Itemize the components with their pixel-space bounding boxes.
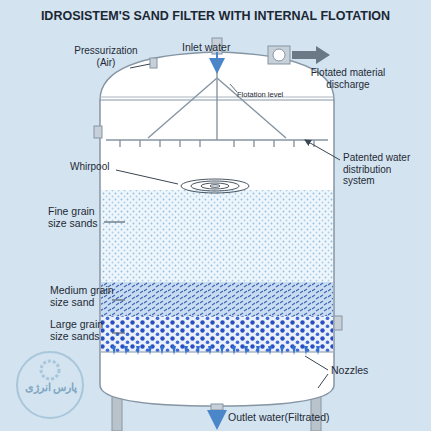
part-label: Nozzles (331, 364, 368, 376)
layer-label: Large grain size sands (50, 318, 120, 342)
side-port (94, 126, 102, 138)
fine-sand-layer (100, 190, 335, 282)
watermark-gear (41, 361, 59, 379)
part-label: Inlet water (182, 41, 230, 53)
level-label: Flotation level (237, 91, 283, 100)
large-sand-layer (100, 316, 335, 352)
tank-shell (100, 52, 334, 406)
discharge-pipe (268, 46, 290, 64)
nozzle-row (112, 346, 320, 355)
inlet-arrow (216, 52, 218, 66)
air-port (150, 58, 157, 68)
leader-lines (104, 140, 340, 388)
part-label: Whirpool (70, 161, 109, 173)
discharge-arrow (292, 46, 330, 64)
discharge-valve (273, 49, 285, 61)
layer-label: Fine grain size sands (48, 205, 108, 229)
distribution-system (106, 60, 328, 147)
nozzle-plate (100, 351, 335, 352)
leader-line (230, 84, 237, 92)
filter-media (100, 190, 335, 355)
layer-label: Medium grain size sand (50, 284, 120, 308)
part-label: Patented water distribution system (343, 152, 425, 187)
outlet-pipe (211, 404, 223, 410)
outlet-arrow (216, 410, 219, 420)
side-flange (334, 316, 342, 330)
watermark-ring (17, 352, 83, 418)
leader-line (130, 64, 150, 68)
part-label: Outlet water(Filtrated) (228, 411, 330, 423)
medium-sand-layer (100, 282, 335, 316)
whirlpool-symbol (181, 179, 249, 193)
diagram-title: IDROSISTEM'S SAND FILTER WITH INTERNAL F… (0, 9, 431, 23)
watermark: پارس انرژی (20, 381, 82, 393)
part-label: Pressurization (Air) (64, 45, 148, 68)
part-label: Flotated material discharge (296, 67, 400, 90)
